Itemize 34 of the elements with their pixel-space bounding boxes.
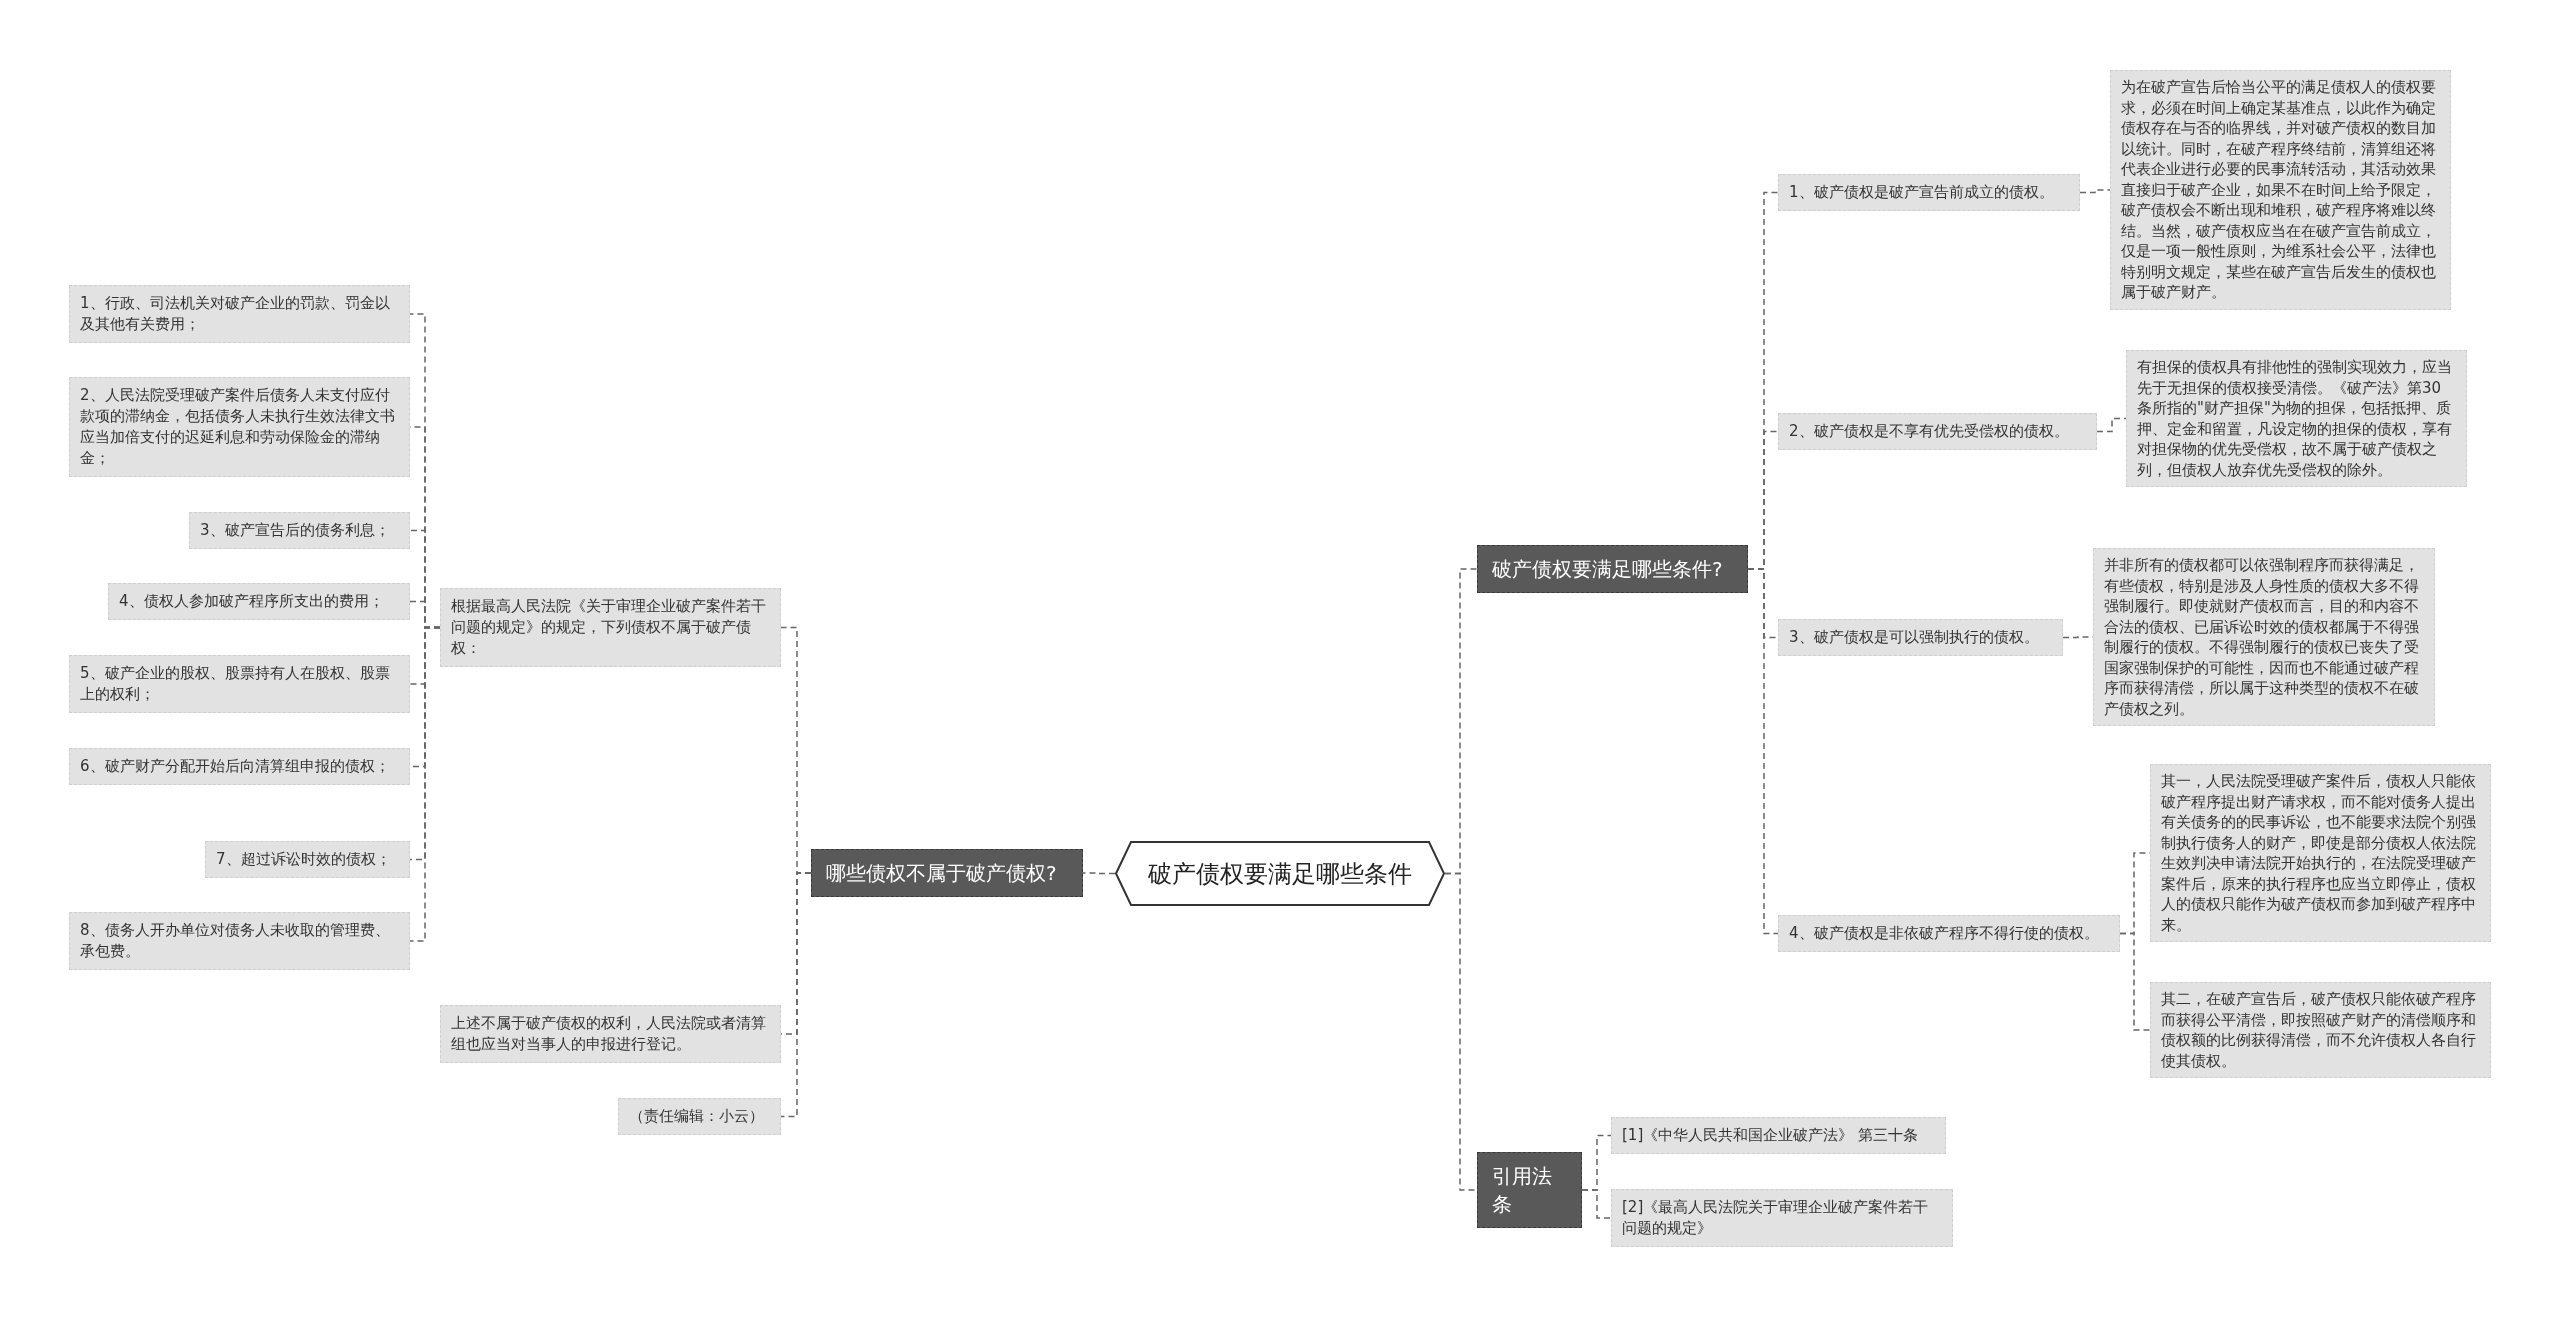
note-box: 其一，人民法院受理破产案件后，债权人只能依破产程序提出财产请求权，而不能对债务人提出有关债务的的民事诉讼，也不能要求法院个别强制执行债务人的财产，即使是部分债权人依法院生效判决申请法院开始执行的，在法院受理破产案件后，原来的执行程序也应当立即停止，债权人的债权只能作为破产债权而参加到破产程序中来。	[2150, 764, 2491, 942]
subtopic-box: 3、破产宣告后的债务利息；	[189, 512, 410, 549]
connector-line	[2119, 932, 2151, 1031]
central-topic: 破产债权要满足哪些条件	[1115, 841, 1445, 906]
subtopic-box: 4、债权人参加破产程序所支出的费用；	[108, 583, 410, 620]
subtopic-box: 4、破产债权是非依破产程序不得行使的债权。	[1778, 915, 2120, 952]
subtopic-box: 5、破产企业的股权、股票持有人在股权、股票上的权利；	[69, 655, 410, 713]
subtopic-box: [2]《最高人民法院关于审理企业破产案件若干问题的规定》	[1611, 1189, 1953, 1247]
connector-line	[2096, 417, 2127, 433]
topic-box: 哪些债权不属于破产债权?	[811, 849, 1083, 897]
subtopic-box: 2、人民法院受理破产案件后债务人未支付应付款项的滞纳金，包括债务人未执行生效法律文书应当加倍支付的迟延利息和劳动保险金的滞纳金；	[69, 377, 410, 477]
connector-line	[409, 626, 441, 942]
subtopic-box: （责任编辑：小云）	[618, 1098, 781, 1135]
subtopic-box: 根据最高人民法院《关于审理企业破产案件若干问题的规定》的规定，下列债权不属于破产债权：	[440, 588, 781, 667]
topic-box: 破产债权要满足哪些条件?	[1477, 545, 1748, 593]
connector-line	[2079, 189, 2111, 194]
subtopic-box: 1、破产债权是破产宣告前成立的债权。	[1778, 174, 2080, 211]
note-box: 为在破产宣告后恰当公平的满足债权人的债权要求，必须在时间上确定某基准点，以此作为确定债权存在与否的临界线，并对破产债权的数目加以统计。同时，在破产程序终结前，清算组还将代表企业进行必要的民事流转活动，其活动效果直接归于破产企业，如果不在时间上给予限定，破产债权会不断出现和堆积，破产程序将难以终结。当然，破产债权应当在在破产宣告前成立，仅是一项一般性原则，为维系社会公平，法律也特别明文规定，某些在破产宣告后发生的债权也属于破产财产。	[2110, 70, 2451, 310]
connector-line	[1444, 872, 1478, 1191]
subtopic-box: 1、行政、司法机关对破产企业的罚款、罚金以及其他有关费用；	[69, 285, 410, 343]
note-box: 有担保的债权具有排他性的强制实现效力，应当先于无担保的债权接受清偿。《破产法》第30条所指的"财产担保"为物的担保，包括抵押、质押、定金和留置，凡设定物的担保的债权，享有对担保物的优先受偿权，故不属于破产债权之列，但债权人放弃优先受偿权的除外。	[2126, 350, 2467, 487]
subtopic-box: 2、破产债权是不享有优先受偿权的债权。	[1778, 413, 2097, 450]
connector-line	[780, 872, 812, 1118]
connector-line	[1581, 1189, 1612, 1219]
subtopic-box: 3、破产债权是可以强制执行的债权。	[1778, 619, 2063, 656]
subtopic-box: [1]《中华人民共和国企业破产法》 第三十条	[1611, 1117, 1946, 1154]
subtopic-box: 7、超过诉讼时效的债权；	[205, 841, 410, 878]
subtopic-box: 6、破产财产分配开始后向清算组申报的债权；	[69, 748, 410, 785]
topic-box: 引用法条	[1477, 1152, 1582, 1228]
note-box: 并非所有的债权都可以依强制程序而获得满足，有些债权，特别是涉及人身性质的债权大多不得强制履行。即使就财产债权而言，目的和内容不合法的债权、已届诉讼时效的债权都属于不得强制履行的债权。不得强制履行的债权已丧失了受国家强制保护的可能性，因而也不能通过破产程序而获得清偿，所以属于这种类型的债权不在破产债权之列。	[2093, 548, 2435, 726]
note-box: 其二，在破产宣告后，破产债权只能依破产程序而获得公平清偿，即按照破产财产的清偿顺序和债权额的比例获得清偿，而不允许债权人各自行使其债权。	[2150, 982, 2491, 1078]
connector-line	[1082, 872, 1116, 875]
subtopic-box: 8、债务人开办单位对债务人未收取的管理费、承包费。	[69, 912, 410, 970]
subtopic-box: 上述不属于破产债权的权利，人民法院或者清算组也应当对当事人的申报进行登记。	[440, 1005, 781, 1063]
